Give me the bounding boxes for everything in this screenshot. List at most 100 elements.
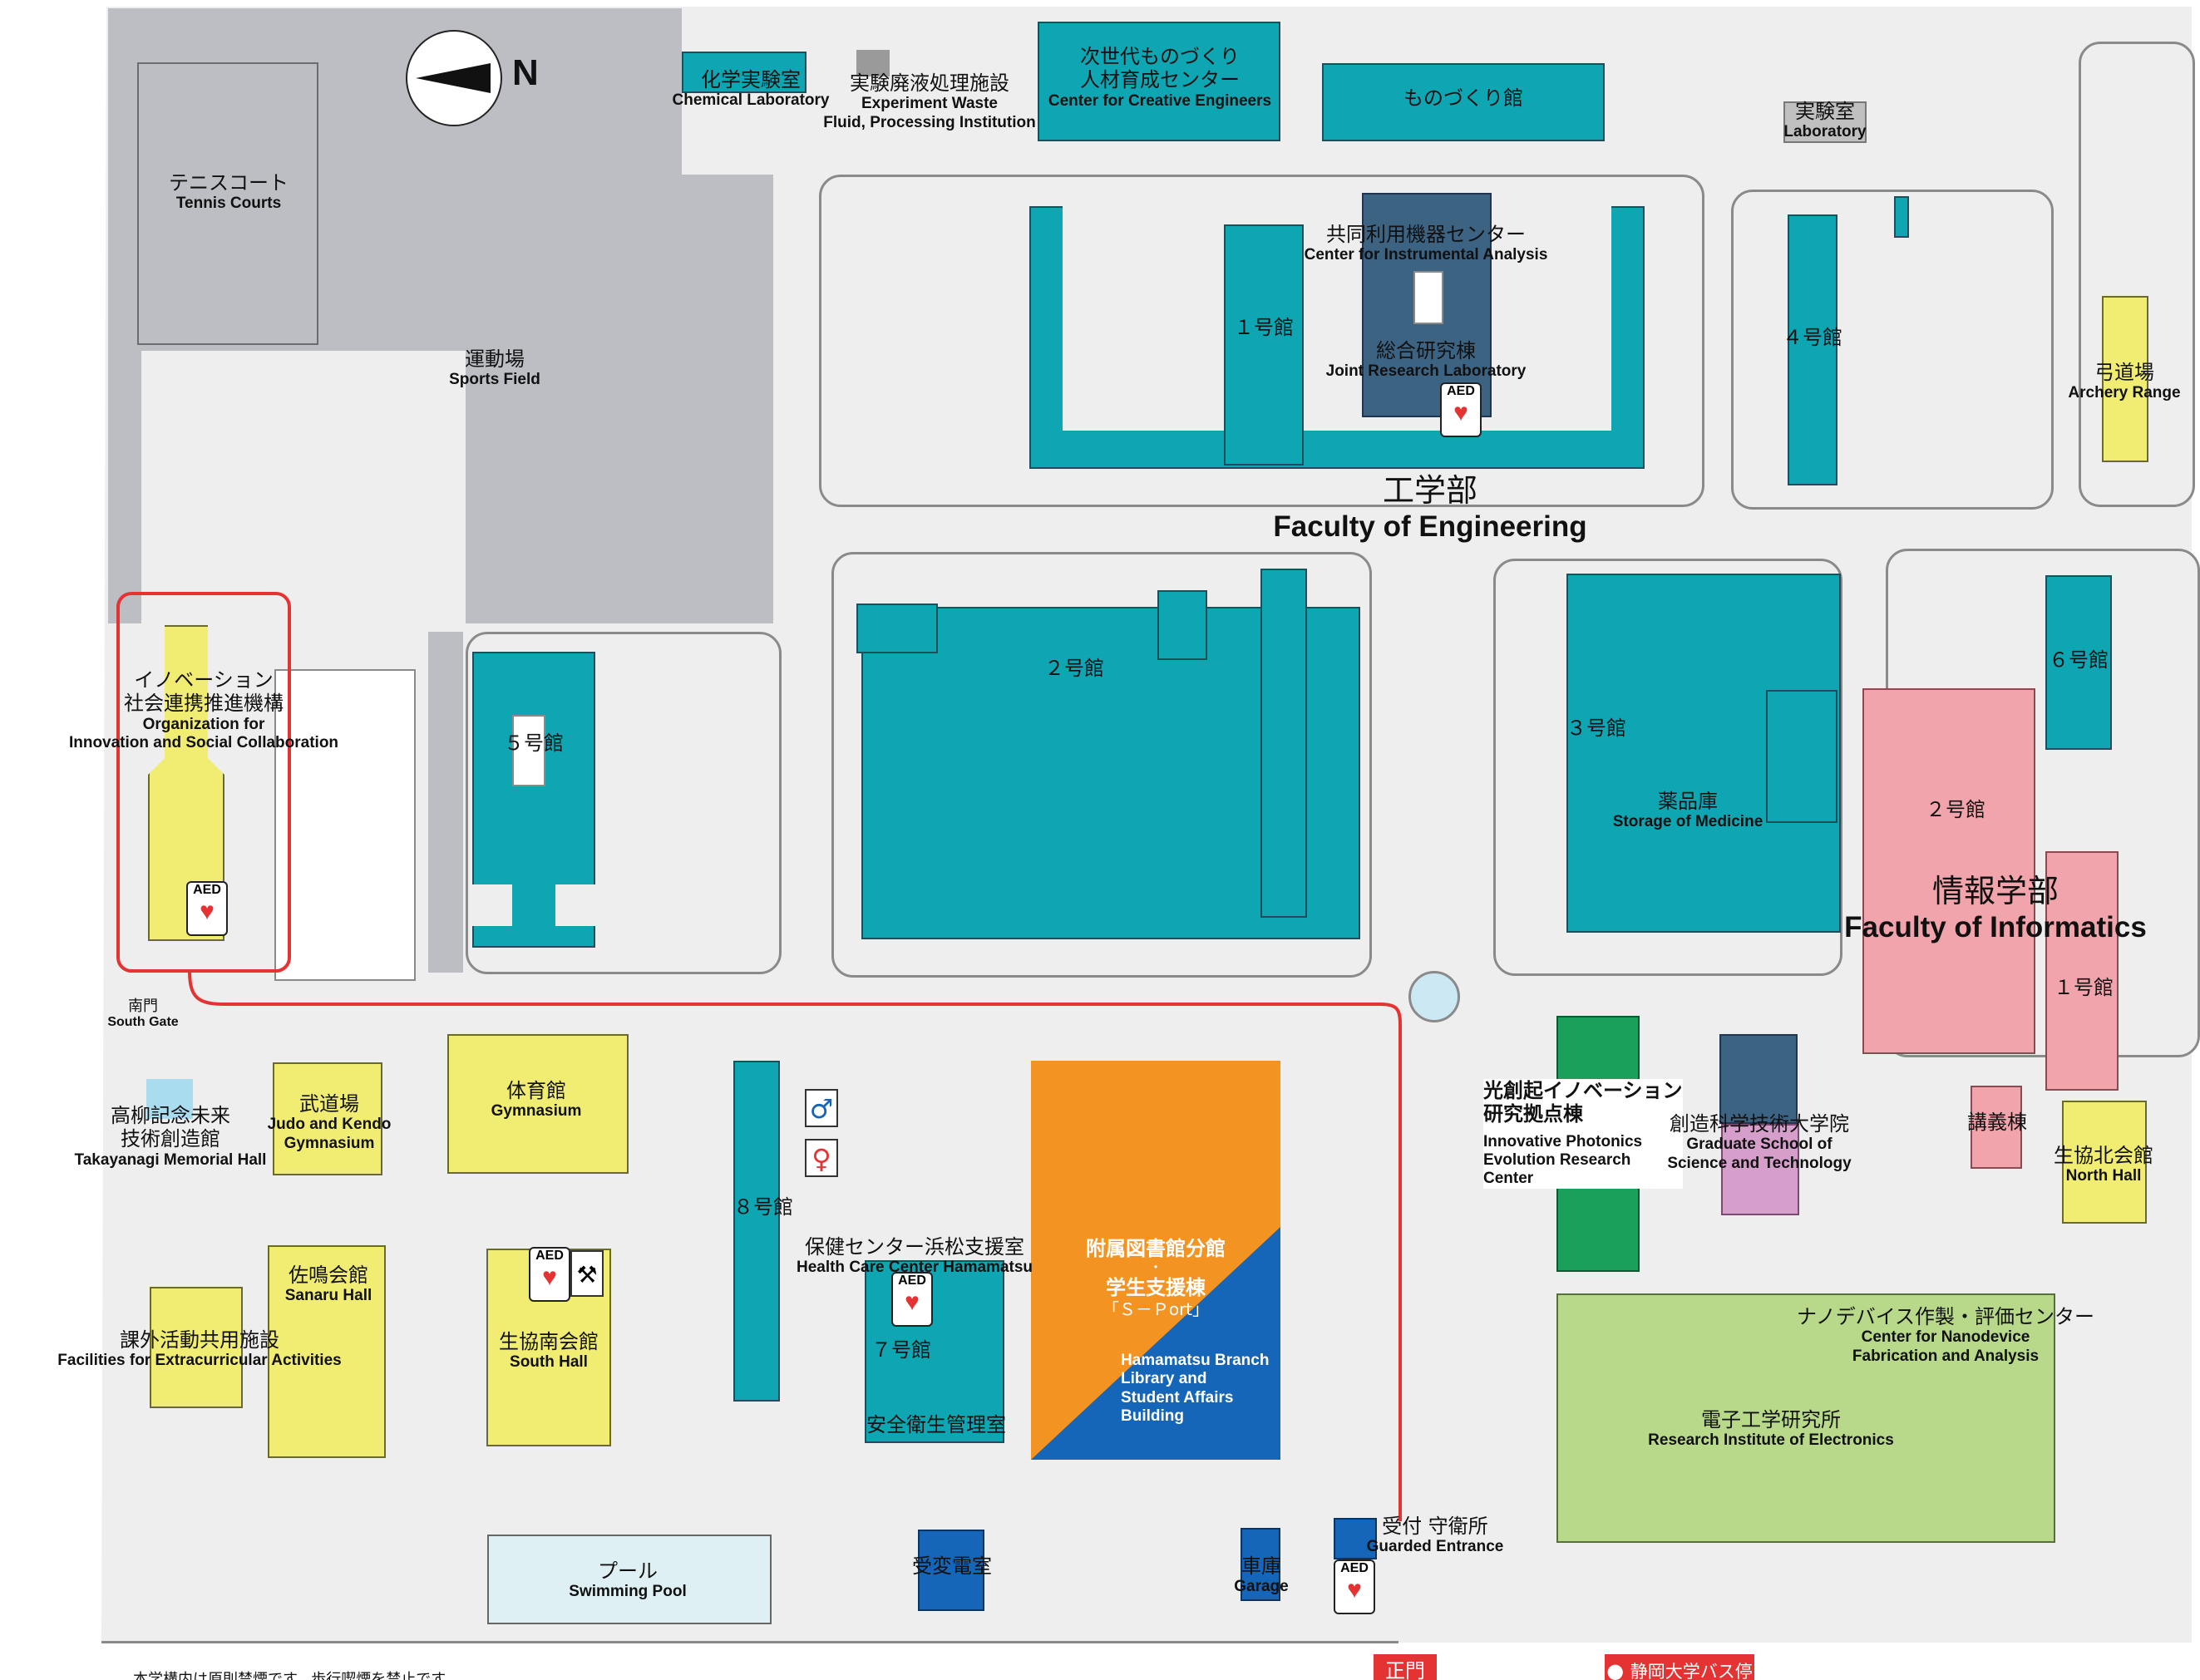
restroom-female-icon: ♀: [805, 1139, 838, 1177]
library-jp-label: 附属図書館分館 ・ 学生支援棟 「Ｓ－Ｐort」: [1086, 1237, 1226, 1319]
faculty-engineering-label: 工学部 Faculty of Engineering: [1273, 472, 1587, 543]
sanaru-label: 佐鳴会館 Sanaru Hall: [284, 1264, 372, 1305]
tennis-courts: [137, 62, 318, 345]
innovation-highlight: [116, 592, 291, 973]
aed-icon: AED♥: [1440, 382, 1482, 437]
innovation-label: イノベーション 社会連携推進機構 Organization for Innova…: [68, 668, 339, 752]
bus-stop-marker: ● 静岡大学バス停: [1605, 1654, 1754, 1680]
info6-label: ６号館: [2049, 648, 2109, 672]
joint-research-label: 総合研究棟 Joint Research Laboratory: [1325, 339, 1527, 381]
roundabout: [1408, 971, 1460, 1022]
restroom-male-icon: ♂: [805, 1089, 838, 1127]
bus-stop-pin-icon: ●: [1606, 1659, 1625, 1680]
substation-label: 受変電室: [912, 1554, 992, 1578]
info2-label: ２号館: [1926, 798, 1985, 821]
lecture-label: 講義棟: [1967, 1111, 2027, 1134]
eng3-label: ３号館: [1566, 717, 1626, 740]
eng-building-8: [733, 1061, 780, 1402]
garage: [1241, 1528, 1280, 1601]
tennis-courts-label: テニスコート Tennis Courts: [169, 171, 289, 213]
restaurant-icon: ⚒: [570, 1250, 604, 1297]
pool-label: プール Swimming Pool: [569, 1559, 687, 1601]
info-building-2: [1862, 688, 2035, 1054]
archery-label: 弓道場 Archery Range: [2068, 361, 2181, 402]
waste-facility-label: 実験廃液処理施設 Experiment Waste Fluid, Process…: [823, 71, 1036, 131]
strip: [428, 632, 463, 973]
campus-boundary-line: [101, 1641, 1398, 1643]
grad-school-label: 創造科学技術大学院 Graduate School of Science and…: [1667, 1112, 1852, 1172]
engineering-block-b: [1731, 190, 2054, 510]
extracurricular-label: 課外活動共用施設 Facilities for Extracurricular …: [57, 1328, 342, 1370]
info-building-6: [2045, 575, 2112, 750]
archery-marker: [1894, 196, 1909, 238]
gymnasium: [447, 1034, 629, 1174]
garage-label: 車庫 Garage: [1234, 1554, 1289, 1596]
guard-label: 受付 守衛所 Guarded Entrance: [1366, 1515, 1504, 1556]
takayanagi-label: 高柳記念未来 技術創造館 Takayanagi Memorial Hall: [74, 1104, 267, 1169]
faculty-informatics-label: 情報学部 Faculty of Informatics: [1844, 873, 2147, 943]
eng5-label: ５号館: [504, 732, 564, 755]
laboratory-hut: [1783, 101, 1867, 143]
laboratory-label: 実験室 Laboratory: [1783, 100, 1867, 141]
eng1-label: １号館: [1234, 316, 1294, 339]
health-center-label: 保健センター浜松支援室 Health Care Center Hamamatsu: [796, 1235, 1033, 1277]
archery-range: [2102, 296, 2148, 462]
takayanagi-memorial-hall: [146, 1079, 193, 1119]
eng3-east: [1766, 690, 1837, 823]
south-gate-label: 南門 South Gate: [107, 998, 179, 1030]
eng7-label: ７号館: [871, 1338, 931, 1362]
eng8-label: ８号館: [733, 1195, 793, 1219]
waste-facility: [856, 50, 890, 76]
electronics-institute: [1556, 1293, 2055, 1543]
grad-school: [1721, 1124, 1799, 1215]
info-building-1: [2045, 851, 2119, 1091]
safety-label: 安全衛生管理室: [866, 1413, 1006, 1436]
substation: [918, 1530, 984, 1611]
eng-building-7: [865, 1260, 1004, 1443]
sanaru-hall: [268, 1245, 386, 1458]
instrumental-court: [1413, 271, 1443, 324]
aed-icon: AED♥: [1334, 1559, 1375, 1614]
eng2-annex: [856, 604, 938, 653]
budojo-label: 武道場 Judo and Kendo Gymnasium: [267, 1092, 392, 1152]
lecture-hall: [1971, 1086, 2022, 1169]
chemical-laboratory: [682, 52, 807, 93]
sports-field-label: 運動場 Sports Field: [449, 347, 540, 389]
north-hall: [2062, 1101, 2147, 1224]
extracurricular-facilities: [150, 1287, 243, 1408]
electronics-label: 電子工学研究所 Research Institute of Electronic…: [1648, 1408, 1894, 1450]
gymnasium-label: 体育館 Gymnasium: [491, 1079, 582, 1121]
creative-center: [1038, 22, 1280, 141]
main-gate-marker: 正門: [1374, 1654, 1437, 1680]
nanodevice-label: ナノデバイス作製・評価センター Center for Nanodevice Fa…: [1796, 1305, 2095, 1365]
swimming-pool: [487, 1535, 772, 1624]
info1-label: １号館: [2054, 976, 2114, 999]
chemical-lab-label: 化学実験室 Chemical Laboratory: [672, 68, 830, 110]
smoking-footnote: 本学構内は原則禁煙です。歩行喫煙を禁止です。: [133, 1671, 460, 1680]
compass-label: N: [512, 52, 539, 93]
eng2-east-wing: [1260, 569, 1307, 918]
eng-building-1-wing: [1224, 224, 1304, 466]
arrow-icon: [416, 63, 491, 93]
north-hall-label: 生協北会館 North Hall: [2054, 1144, 2153, 1185]
grad-school-tower: [1719, 1034, 1798, 1124]
north-arrow: [406, 30, 502, 126]
eng2-label: ２号館: [1044, 657, 1104, 680]
library-en-label: Hamamatsu Branch Library and Student Aff…: [1121, 1352, 1270, 1426]
eng2-tower: [1157, 590, 1207, 660]
eng4-label: ４号館: [1783, 326, 1842, 349]
guard-house: [1334, 1518, 1377, 1559]
medicine-label: 薬品庫 Storage of Medicine: [1612, 790, 1763, 831]
monozukuri-hall: [1322, 63, 1605, 141]
eng5-court: [512, 715, 545, 786]
bus-stop-label: 静岡大学バス停: [1630, 1662, 1753, 1680]
eng-building-4: [1788, 214, 1837, 485]
aed-icon: AED♥: [186, 881, 228, 936]
photonics-label: 光創起イノベーション 研究拠点棟 Innovative Photonics Ev…: [1483, 1079, 1683, 1189]
aed-icon: AED♥: [891, 1272, 933, 1327]
monozukuri-label: ものづくり館: [1403, 86, 1523, 110]
creative-center-label: 次世代ものづくり 人材育成センター Center for Creative En…: [1048, 45, 1272, 110]
instrumental-label: 共同利用機器センター Center for Instrumental Analy…: [1304, 223, 1548, 264]
